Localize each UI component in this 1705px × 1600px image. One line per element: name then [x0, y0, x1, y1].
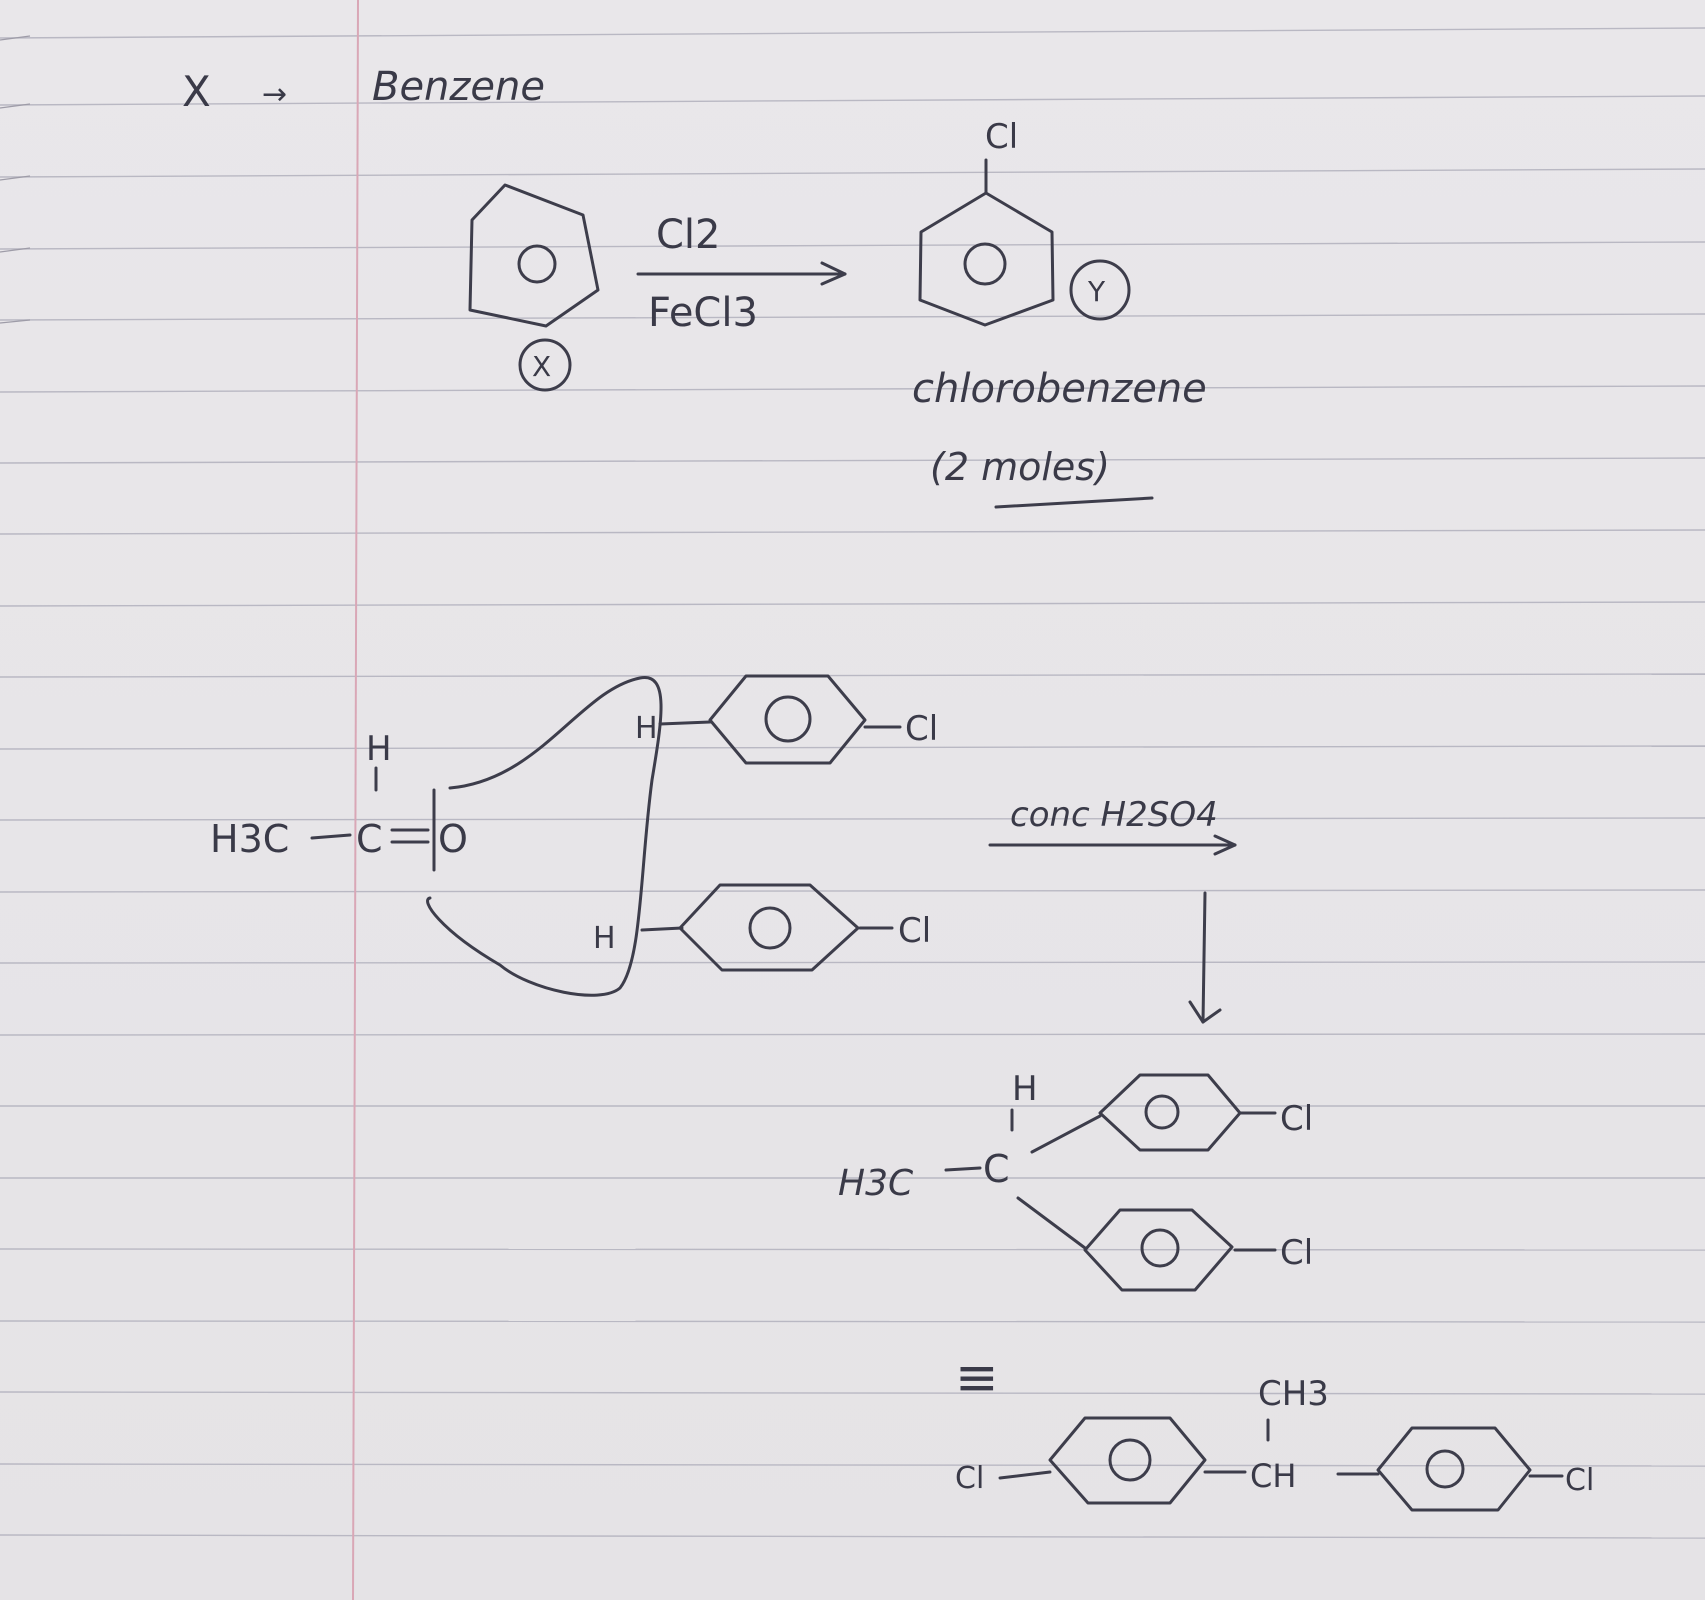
page-edge-marks [0, 35, 31, 324]
aldehyde-methyl: H3C [210, 817, 289, 861]
equivalent-structure: ≡ Cl CH3 CH Cl [955, 1348, 1594, 1512]
heading-arrow: → [262, 77, 287, 112]
product-methyl: H3C [838, 1163, 914, 1204]
equivalent-symbol: ≡ [955, 1348, 999, 1408]
ring2-h-bond [640, 926, 684, 932]
heading-benzene: Benzene [372, 64, 545, 110]
ring2-benzene [678, 883, 860, 972]
tag-x: X [532, 350, 551, 383]
equiv-left-cl: Cl [955, 1461, 984, 1496]
ring1-h-bond [658, 720, 712, 726]
water-loop [426, 676, 663, 997]
product-ring-1 [1098, 1073, 1242, 1152]
reaction-arrow-1-head [820, 261, 847, 286]
product-amount-underline [994, 496, 1154, 509]
product-amount: (2 moles) [930, 445, 1110, 489]
reaction-2: H H3C C O H Cl H Cl conc H2SO4 [210, 674, 1237, 1024]
ruled-lines [0, 27, 1705, 1539]
aldehyde-h: H [366, 729, 392, 769]
equiv-ring-2 [1376, 1426, 1532, 1512]
equiv-left-cl-bond [998, 1470, 1052, 1480]
equiv-ring-1 [1048, 1416, 1207, 1505]
ring1-h: H [635, 711, 658, 746]
product-carbon: C [983, 1147, 1010, 1191]
aldehyde-cc-bond [310, 833, 352, 840]
chlorobenzene-cl: Cl [985, 117, 1018, 157]
down-arrow [1201, 891, 1207, 1024]
aldehyde-oxygen: O [438, 817, 468, 861]
heading-x-label: X [182, 67, 211, 116]
ring1-benzene [708, 674, 867, 765]
product-h: H [1012, 1069, 1038, 1109]
tag-circle-y [1069, 259, 1131, 321]
reaction-arrow-2-head [1213, 834, 1237, 856]
product-cc-bond [944, 1166, 982, 1172]
product-name: chlorobenzene [912, 366, 1207, 412]
tag-y: Y [1087, 275, 1106, 308]
product-ring1-cl: Cl [1280, 1099, 1313, 1139]
reagent-h2so4: conc H2SO4 [1010, 795, 1218, 835]
down-arrow-head [1188, 1000, 1222, 1024]
product-bond-lower [1016, 1196, 1087, 1250]
chlorobenzene-ring [918, 158, 1055, 327]
tag-circle-x [518, 338, 572, 392]
reaction-1: X Cl2 FeCl3 Cl Y chlorobenzene (2 moles) [468, 117, 1207, 509]
product-bond-upper [1030, 1114, 1102, 1154]
product-ring-2 [1083, 1208, 1234, 1292]
margin-line [352, 0, 359, 1600]
product: H H3C C Cl Cl [838, 1069, 1313, 1292]
equiv-ch: CH [1250, 1457, 1296, 1495]
reagent-fecl3: FeCl3 [648, 290, 758, 336]
reagent-cl2: Cl2 [656, 212, 721, 258]
benzene-ring-x [468, 183, 600, 328]
equiv-ch3: CH3 [1258, 1374, 1329, 1414]
ring1-cl: Cl [905, 709, 938, 749]
heading: X → Benzene [182, 64, 545, 116]
ring2-h: H [593, 921, 616, 956]
product-ring2-cl: Cl [1280, 1233, 1313, 1273]
ring2-cl: Cl [898, 911, 931, 951]
equiv-right-cl: Cl [1565, 1463, 1594, 1498]
aldehyde-carbon: C [356, 817, 383, 861]
